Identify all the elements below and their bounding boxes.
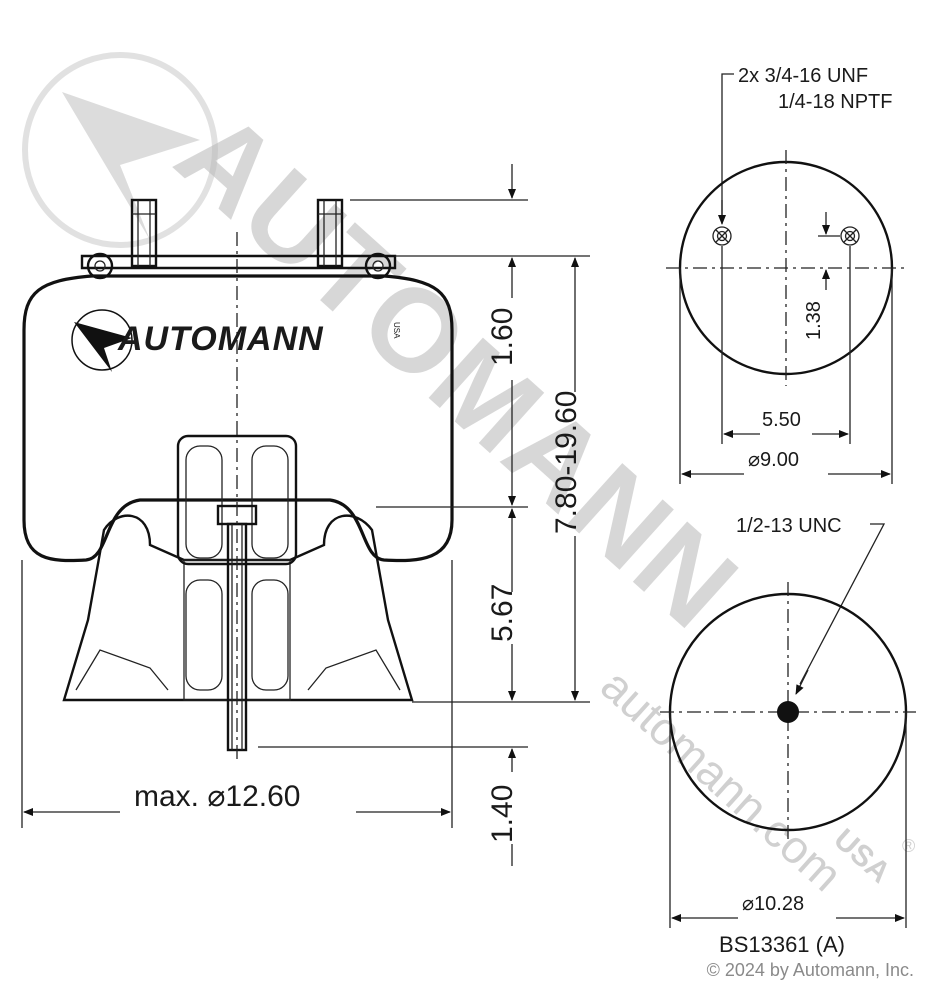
watermark-region: USA (827, 823, 896, 890)
dim-max-diameter: max. ⌀12.60 (134, 780, 300, 813)
watermark-registered-mark: ® (902, 836, 915, 856)
side-view-dimensions: 1.60 5.67 1.40 7.80-19.60 max. ⌀12.60 (21, 164, 590, 866)
bottom-bolt-hole (777, 701, 799, 723)
bottom-thread-arrow (795, 669, 809, 695)
left-stud-hole (712, 226, 732, 246)
dim-top-height: 1.60 (486, 308, 519, 366)
watermark: AUTOMANN automann.com USA ® (22, 52, 915, 901)
left-crimp-inner (94, 260, 106, 272)
dim-top-plate-diameter: ⌀9.00 (748, 449, 799, 471)
right-crimp-inner (372, 260, 384, 272)
left-top-stud (130, 198, 158, 268)
dim-piston-diameter: ⌀10.28 (742, 893, 804, 915)
dim-stud-spacing: 5.50 (762, 409, 801, 431)
air-spring-side-view (22, 198, 454, 760)
bottom-thread-callout: 1/2-13 UNC (736, 515, 842, 537)
logo-circle-icon (71, 309, 133, 371)
dim-range-height: 7.80-19.60 (550, 391, 583, 534)
watermark-brand: AUTOMANN (153, 86, 763, 654)
rubber-bellows (22, 274, 454, 563)
top-threads-callout-1: 2x 3/4-16 UNF (738, 65, 868, 87)
watermark-site: automann.com (591, 659, 852, 901)
piston-base (62, 514, 414, 702)
watermark-logo-circle (22, 52, 218, 248)
right-top-stud (316, 198, 344, 268)
watermark-logo-mark (62, 92, 200, 240)
piston-bottom-view: 1/2-13 UNC ⌀10.28 (660, 515, 916, 928)
left-crimp-bead (86, 252, 114, 280)
logo-text: AUTOMANN (117, 320, 324, 358)
copyright: © 2024 by Automann, Inc. (707, 960, 914, 980)
part-number: BS13361 (A) (719, 932, 845, 957)
top-threads-callout-2: 1/4-18 NPTF (778, 91, 892, 113)
bottom-thread-leader (799, 523, 886, 685)
logo-arrow-icon (74, 322, 132, 372)
logo-suffix: USA (392, 322, 401, 339)
right-stud-hole (840, 226, 860, 246)
dim-stud-length: 1.40 (486, 785, 519, 843)
dim-piston-height: 5.67 (486, 584, 519, 642)
automann-logo: AUTOMANN USA (71, 309, 401, 372)
dim-stud-spacing-offset: 1.38 (803, 301, 825, 340)
top-plate-view: 2x 3/4-16 UNF 1/4-18 NPTF 1.38 5.50 (666, 65, 906, 484)
right-crimp-bead (364, 252, 392, 280)
piston-foot-left (75, 649, 169, 691)
piston-foot-right (307, 649, 401, 691)
top-threads-leader (721, 73, 734, 218)
